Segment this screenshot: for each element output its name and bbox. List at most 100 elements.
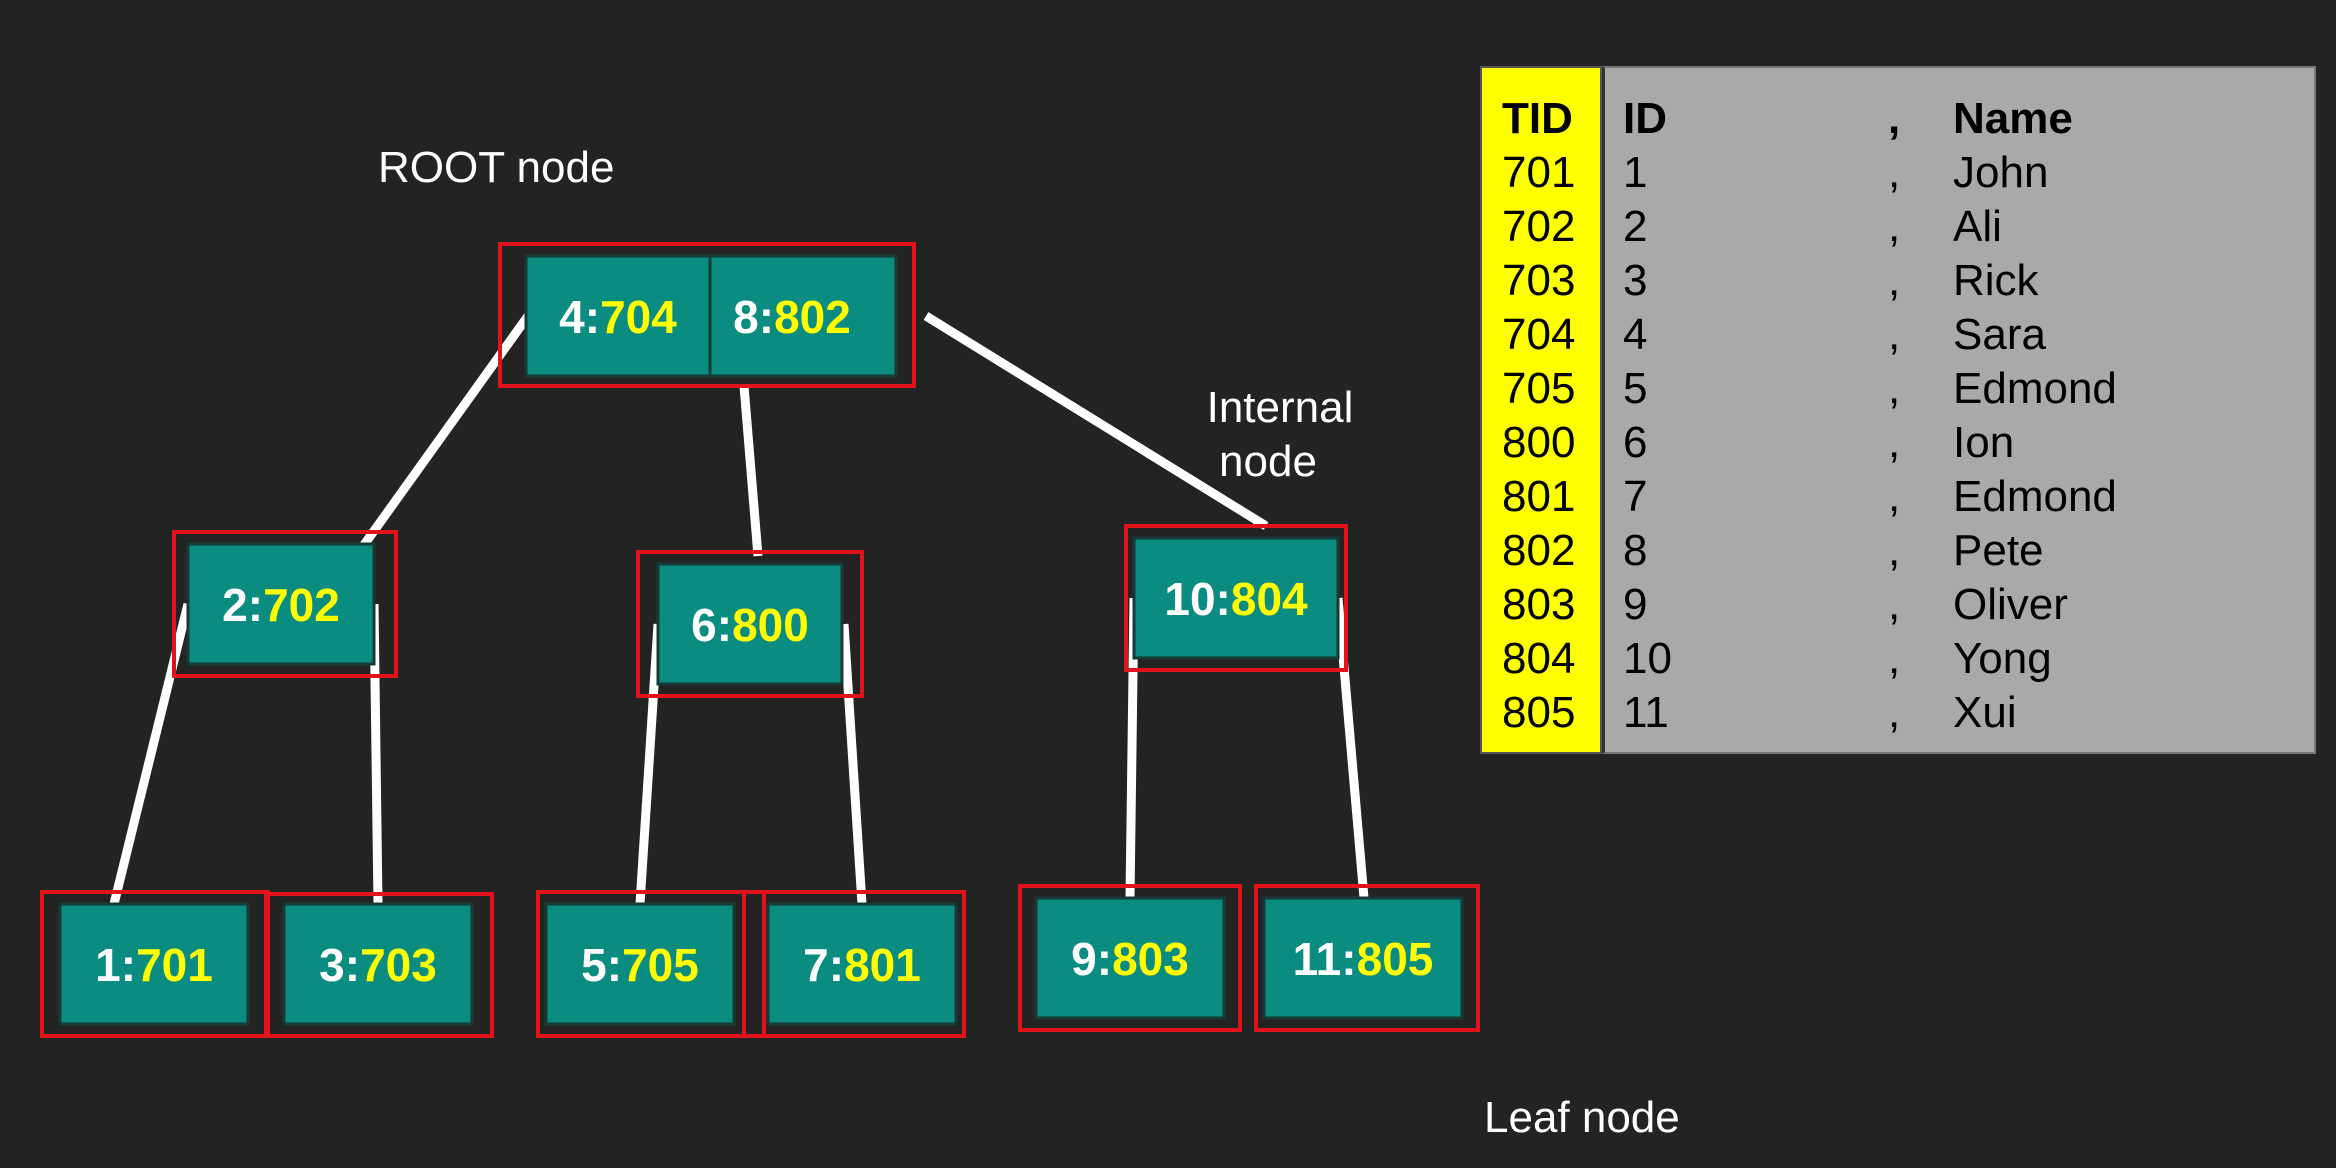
root-entry-1: 4:704 [559,291,677,343]
internal-node-caption-line1: Internal [1207,383,1354,432]
name-cell: Ali [1953,202,2002,251]
root-node-frame [498,242,916,388]
internal-node-frame [636,550,864,698]
internal-node-2: 2:702 [172,530,398,678]
root-node: 4:704 8:802 [498,242,916,388]
leaf-node-box [58,902,250,1026]
leaf-node-box [766,902,958,1026]
tid-cell: 800 [1502,418,1576,467]
name-cell: Xui [1953,688,2017,737]
leaf-node-entry: 1:701 [95,939,213,991]
internal-node-10: 10:804 [1124,524,1348,672]
leaf-node-frame [536,890,766,1038]
id-cell: 9 [1623,580,1648,629]
table-row: 3,Rick [1623,254,2314,308]
id-cell: 8 [1623,526,1648,575]
tid-cell: 804 [1502,634,1576,683]
name-cell: Edmond [1953,364,2117,413]
edge-node-2-to-leaf-1 [109,602,193,906]
leaf-node-1: 1:701 [40,890,270,1038]
edge-root-to-node-6 [739,385,763,557]
leaf-node-entry: 11:805 [1293,933,1434,985]
table-row: 9,Oliver [1623,578,2314,632]
id-cell: 7 [1623,472,1648,521]
leaf-node-box [282,902,474,1026]
leaf-node-frame [1254,884,1480,1032]
leaf-node-frame [742,890,966,1038]
comma-cell: , [1888,526,1901,575]
comma-header: , [1888,94,1901,143]
comma-cell: , [1888,580,1901,629]
tid-header: TID [1502,94,1573,143]
name-cell: Ion [1953,418,2015,467]
internal-node-frame [172,530,398,678]
leaf-node-entry: 9:803 [1071,933,1189,985]
edge-root-to-node-2 [352,313,532,559]
leaf-node-7: 7:801 [742,890,966,1038]
table-row: 4,Sara [1623,308,2314,362]
id-cell: 11 [1623,688,1669,737]
leaf-node-frame [264,892,494,1038]
name-header: Name [1953,94,2073,143]
leaf-node-box [544,902,736,1026]
leaf-node-5: 5:705 [536,890,766,1038]
edge-node-10-to-leaf-11 [1333,597,1369,899]
name-cell: Pete [1953,526,2044,575]
name-cell: John [1953,148,2049,197]
comma-cell: , [1888,688,1901,737]
table-row: 2,Ali [1623,200,2314,254]
leaf-node-frame [1018,884,1242,1032]
id-cell: 1 [1623,148,1648,197]
internal-node-box [656,562,844,686]
internal-node-entry: 6:800 [691,599,809,651]
comma-cell: , [1888,634,1901,683]
table-row: 11, Xui [1623,686,2314,740]
tid-cell: 703 [1502,256,1576,305]
table-row: 8, Pete [1623,524,2314,578]
internal-node-caption-line2: node [1219,437,1317,486]
comma-cell: , [1888,310,1901,359]
table-row: 6, Ion [1623,416,2314,470]
internal-node-box [1132,536,1340,660]
comma-cell: , [1888,472,1901,521]
internal-node-entry: 2:702 [222,579,340,631]
edge-node-6-to-leaf-7 [839,623,867,905]
leaf-node-entry: 7:801 [803,939,921,991]
comma-cell: , [1888,256,1901,305]
id-cell: 10 [1623,634,1672,683]
comma-cell: , [1888,148,1901,197]
internal-node-frame [1124,524,1348,672]
internal-node-6: 6:800 [636,550,864,698]
tid-cell: 802 [1502,526,1576,575]
internal-node-box [186,542,376,666]
edge-node-6-to-leaf-5 [635,623,663,905]
root-node-caption: ROOT node [378,143,614,192]
name-cell: Yong [1953,634,2052,683]
leaf-node-entry: 3:703 [319,939,437,991]
tid-cell: 805 [1502,688,1576,737]
tid-cell: 701 [1502,148,1576,197]
leaf-node-box [1034,896,1226,1020]
tid-cell: 801 [1502,472,1576,521]
id-header: ID [1623,94,1667,143]
comma-cell: , [1888,364,1901,413]
leaf-node-box [1262,896,1464,1020]
leaf-node-caption: Leaf node [1484,1093,1680,1142]
name-cell: Edmond [1953,472,2117,521]
id-cell: 2 [1623,202,1648,251]
leaf-node-3: 3:703 [264,892,494,1038]
root-entry-2: 8:802 [733,291,851,343]
edge-root-to-node-10 [923,312,1269,530]
id-cell: 5 [1623,364,1648,413]
name-cell: Rick [1953,256,2039,305]
tid-cell: 705 [1502,364,1576,413]
internal-node-entry: 10:804 [1164,573,1308,625]
comma-cell: , [1888,418,1901,467]
id-cell: 6 [1623,418,1648,467]
leaf-node-9: 9:803 [1018,884,1242,1032]
